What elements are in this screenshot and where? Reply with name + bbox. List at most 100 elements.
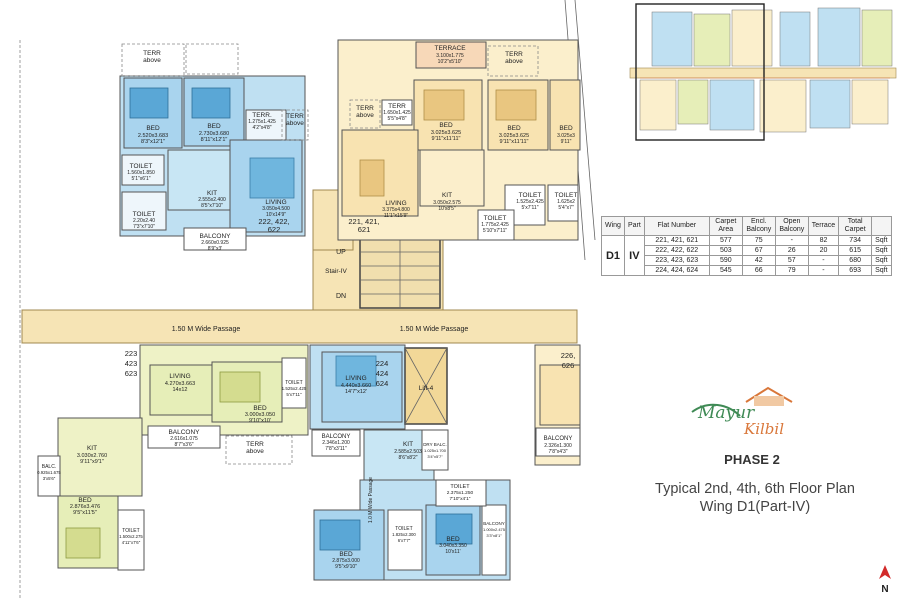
phase-title: PHASE 2 [724,452,780,467]
room-imperial: 8'9"x3' [208,246,223,252]
room-imperial: 7'3"x7'10" [133,224,155,230]
part-cell: IV [623,235,645,276]
table-cell: 57 [774,255,809,266]
room-imperial: 5'1"x6'1" [131,176,150,182]
room-name: KIT [442,192,452,199]
room-dims: 2.876x3.476 [70,504,100,510]
terr-above: above [286,120,304,127]
room-name: LIVING [169,373,190,380]
passage-label-left: 1.50 M Wide Passage [172,326,241,333]
header-wing: Wing [601,216,625,236]
room-name: BED [559,125,573,132]
room-imperial: 8'3"x12'1" [141,139,165,145]
room-dims: 3.050x2.575 [433,200,461,206]
room-name: LIVING [265,199,286,206]
table-cell: 590 [708,255,743,266]
leaf-swoosh-icon [691,403,741,417]
unit-number: 224 [376,359,389,368]
room-name: TERRACE [434,45,466,52]
room-imperial: 11'1"x15'9" [384,213,408,219]
room-dims: 1.025x1.700 [424,448,447,453]
unit-area-table: Wing Part Flat Number Carpet Area Encl. … [601,216,892,276]
passage-label-right: 1.50 M Wide Passage [400,326,469,333]
room-dims: 2.375x1.250 [447,490,474,496]
room-name: TOILET [395,526,412,532]
unit-222-blue [119,43,309,251]
room-dims: 1.000x2.475 [483,527,506,532]
table-cell: 82 [807,235,840,246]
room-imperial: 9'5"x11'5" [73,510,97,516]
room-name: TOILET [130,163,153,170]
table-cell: Sqft [871,255,892,266]
header-part: Part [623,216,645,236]
table-cell: - [807,265,840,276]
room-dims: 3.030x2.760 [77,453,107,459]
terr-above: TERR [246,441,264,448]
room-dims: 1.560x1.850 [127,170,155,176]
room-dims: 3.025x3.625 [499,133,529,139]
room-name: BALCONY [322,434,351,440]
room-name: TOILET [555,192,578,199]
room-name: BED [146,125,160,132]
table-row: 222, 422, 622 503 67 26 20 615 Sqft [602,245,892,256]
lift-label: Lift-4 [419,385,434,392]
unit-number: 624 [376,379,389,388]
table-cell: 79 [774,265,809,276]
table-header-row: Wing Part Flat Number Carpet Area Encl. … [601,216,892,236]
room-name: DRY BALC. [423,442,447,447]
stair-down: DN [336,293,346,300]
room-name: KIT [207,190,217,197]
unit-221-cream [337,39,581,241]
room-imperial: 4'11"x7'6" [122,540,141,545]
table-cell: 67 [741,245,776,256]
table-cell: 20 [807,245,840,256]
room-imperial: 9'5"x9'10" [335,564,357,570]
table-cell: - [774,235,809,246]
table-cell: - [807,255,840,266]
header-open-balcony: Open Balcony [774,216,809,236]
table-cell: 693 [838,265,873,276]
room-dims: 4.440x3.660 [341,383,371,389]
room-imperial: 3'3"x8'1" [486,533,502,538]
unit-number: 621 [358,225,371,234]
room-dims: 3.025x3 [557,133,575,139]
room-dims: 3.025x3.625 [431,130,461,136]
room-dims: 1.525x2.425 [516,199,544,205]
table-cell: 680 [838,255,873,266]
terr-above: TERR [143,50,161,57]
plan-caption: Typical 2nd, 4th, 6th Floor Plan Wing D1… [610,480,900,516]
north-arrow-icon: N [879,565,891,595]
terr-above: TERR [356,105,374,112]
unit-number: 226, [561,351,576,360]
terr-above: above [143,57,161,64]
room-imperial: 5'x7'11" [522,205,539,211]
room-name: BED [78,497,92,504]
room-dims: 2.660x0.925 [201,240,229,246]
room-dims: 2.520x3.683 [138,133,168,139]
terr-above: above [246,448,264,455]
room-dims: 3.375x4.800 [382,207,410,213]
room-name: BALCONY [199,233,231,240]
room-name: KIT [403,441,413,448]
stair-treads [360,238,440,308]
north-label: N [881,584,888,595]
room-dims: 3.000x3.050 [245,412,275,418]
table-cell: 221, 421, 621 [643,235,710,246]
table-cell: 26 [774,245,809,256]
brand-line2: Kilbil [743,420,784,438]
circulation-labels: UP Stair-IV DN Lift-4 1.50 M Wide Passag… [172,249,469,523]
room-imperial: 9'11" [561,139,572,145]
room-dims: 1.825x2.300 [392,532,416,537]
table-cell: 545 [708,265,743,276]
table-cell: Sqft [871,245,892,256]
unit-number: 223 [125,349,138,358]
table-cell: 577 [708,235,743,246]
passage-band [21,309,578,344]
room-name: TOILET [133,211,156,218]
caption-line1: Typical 2nd, 4th, 6th Floor Plan [655,481,855,497]
room-imperial: 7'8"x3'11" [325,446,347,452]
room-imperial: 8'11"x12'1" [201,137,228,143]
terr-above-notes: TERR above TERR above TERR above TERR ab… [143,50,523,455]
room-dims: 1.500x2.275 [119,534,143,539]
room-dims: 1.275x1.425 [248,119,276,125]
